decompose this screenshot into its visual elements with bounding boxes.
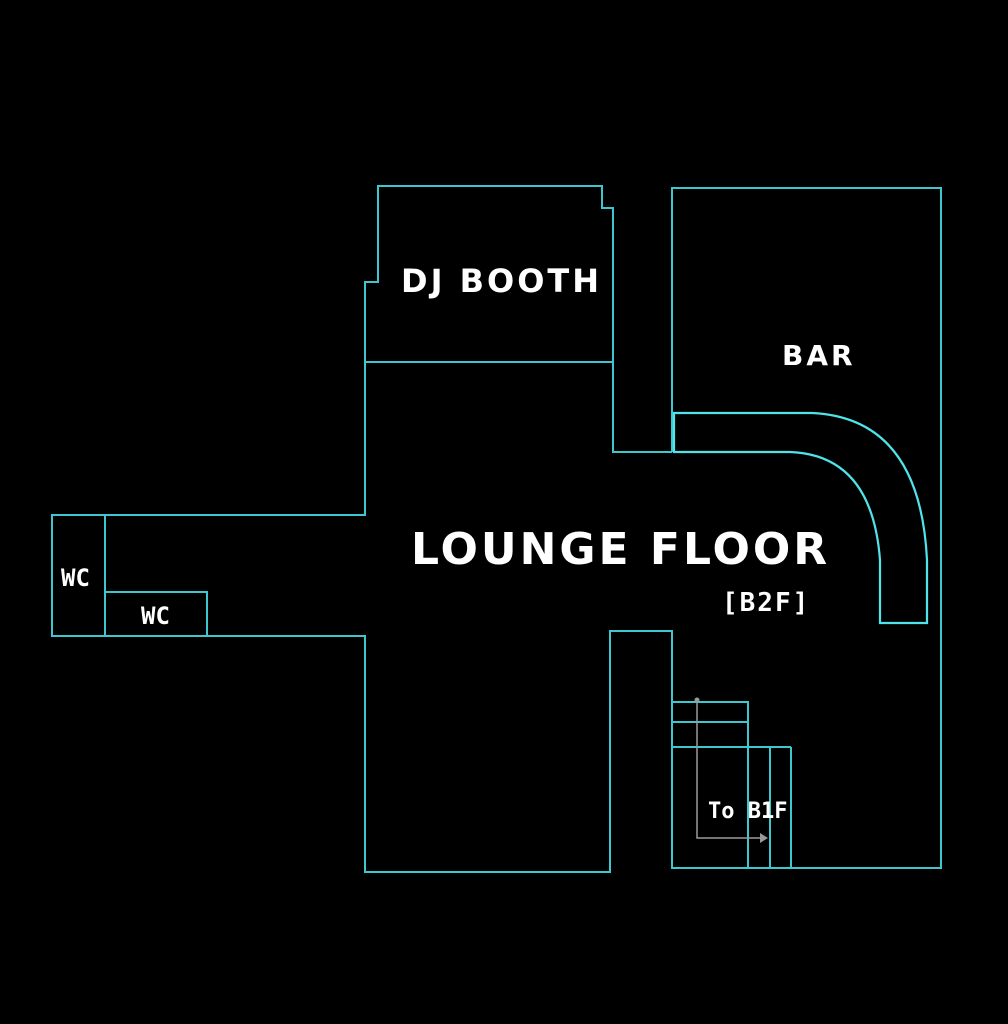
stairs-label: To B1F bbox=[708, 799, 788, 824]
lounge-west-wall bbox=[51, 187, 942, 873]
stair-arrow bbox=[696, 700, 766, 839]
lounge-floor-label: LOUNGE FLOOR bbox=[411, 524, 831, 575]
stairs-to-b1f bbox=[671, 697, 792, 868]
bar-label: BAR bbox=[782, 339, 856, 372]
wc-right-label: WC bbox=[141, 602, 170, 630]
bar-counter bbox=[672, 411, 929, 625]
stair-arrow-head bbox=[760, 833, 768, 843]
dj-booth-label: DJ BOOTH bbox=[401, 262, 603, 300]
dj-booth-walls bbox=[364, 185, 672, 453]
wc-left-label: WC bbox=[61, 564, 90, 592]
wc-right-walls bbox=[105, 591, 208, 636]
stair-arrow-start bbox=[694, 697, 700, 703]
floor-level-label: [B2F] bbox=[722, 588, 811, 618]
